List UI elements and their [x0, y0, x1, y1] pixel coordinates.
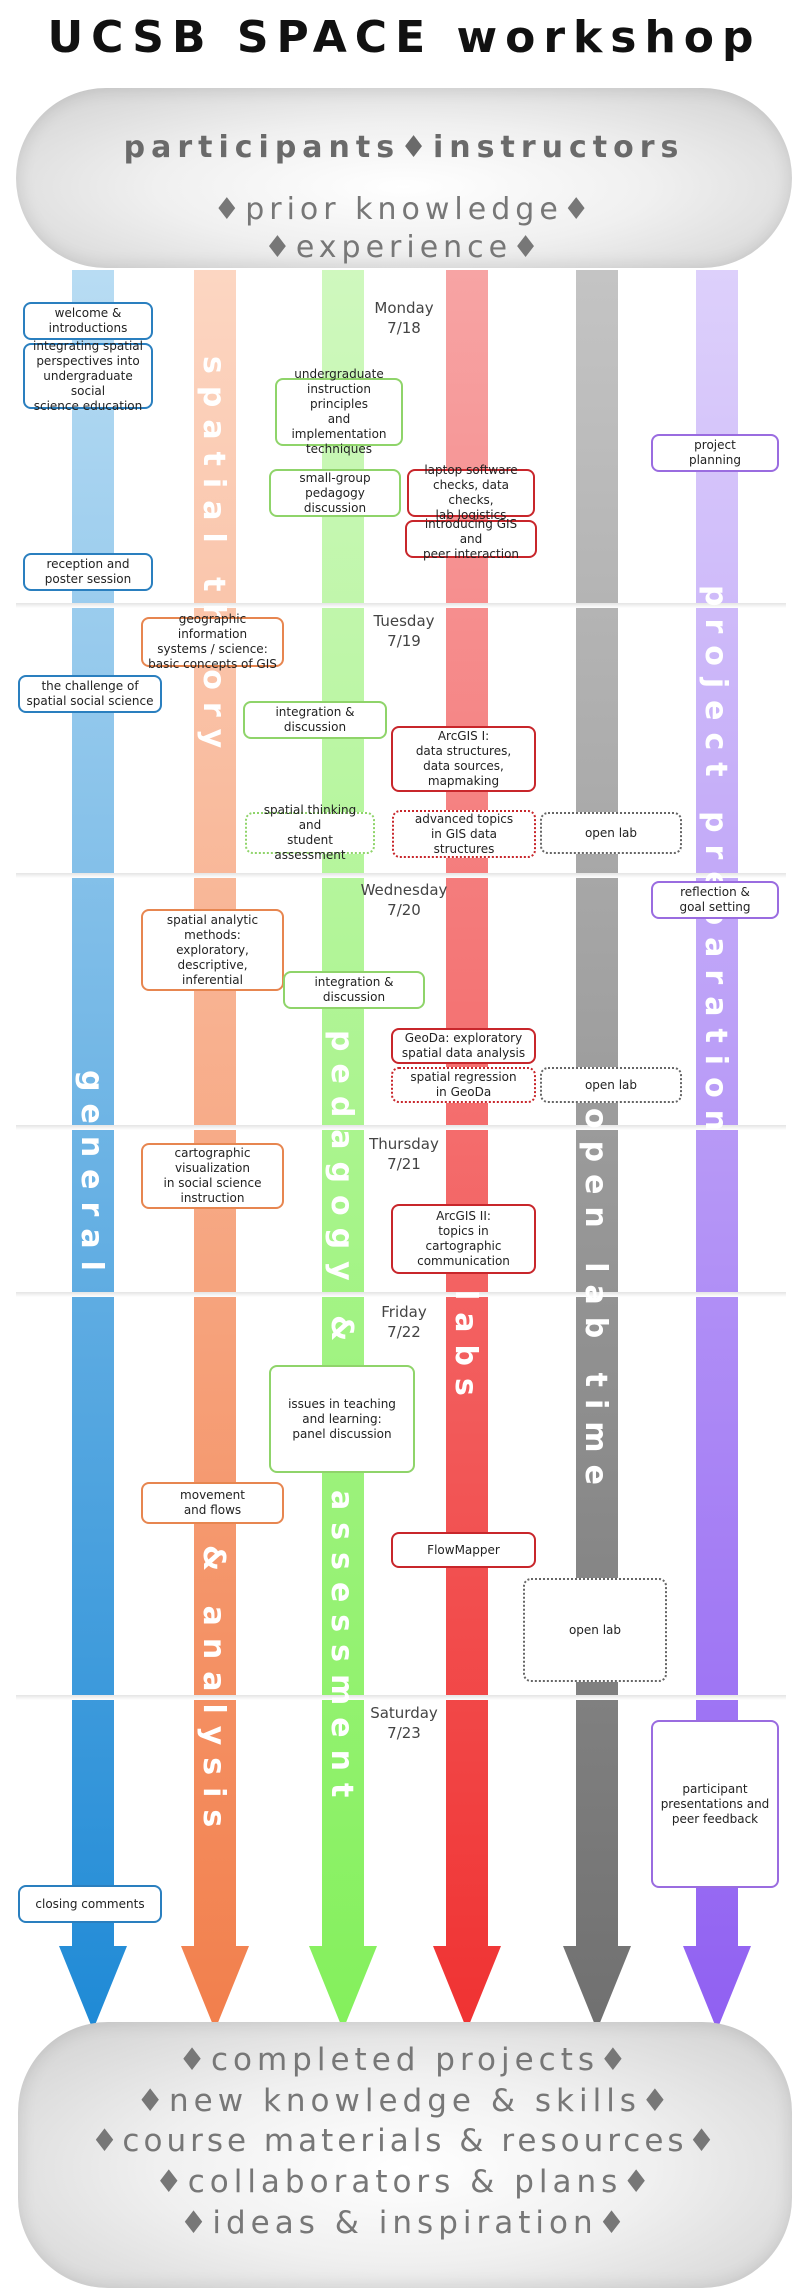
bottom-line-3: ♦course materials & resources♦ [90, 2123, 720, 2159]
arrow-labs [433, 270, 501, 2030]
box-project-planning: project planning [651, 434, 779, 472]
box-integration-1: integration & discussion [243, 701, 387, 739]
box-welcome: welcome & introductions [23, 302, 153, 340]
top-inputs-pill: participants♦instructors ♦prior knowledg… [16, 88, 792, 268]
box-reflection: reflection & goal setting [651, 881, 779, 919]
column-label-assessment: assessment [324, 1490, 359, 1810]
arrow-project [683, 270, 751, 2030]
box-integration-2: integration & discussion [283, 971, 425, 1009]
box-spatial-methods: spatial analytic methods: exploratory, d… [141, 909, 284, 991]
box-flowmapper: FlowMapper [391, 1532, 536, 1568]
column-label-spatial-theory: spatial theory [196, 356, 231, 761]
box-open-lab-2: open lab [540, 1067, 682, 1103]
box-integrating-spatial: integrating spatial perspectives into un… [23, 339, 153, 413]
column-label-open-lab-time: open lab time [578, 1108, 613, 1497]
box-issues-teaching: issues in teaching and learning: panel d… [269, 1365, 415, 1473]
box-small-group: small-group pedagogy discussion [269, 469, 401, 517]
box-closing-comments: closing comments [18, 1885, 162, 1923]
top-line-2: ♦prior knowledge♦ [213, 192, 595, 227]
day-divider-saturday [16, 1695, 786, 1700]
box-gis-concepts: geographic information systems / science… [141, 612, 284, 671]
bottom-line-1: ♦completed projects♦ [178, 2042, 632, 2078]
bottom-line-2: ♦new knowledge & skills♦ [136, 2083, 674, 2119]
box-movement-flows: movement and flows [141, 1482, 284, 1524]
box-challenge: the challenge of spatial social science [18, 675, 162, 713]
box-open-lab-1: open lab [540, 812, 682, 854]
top-line-3: ♦experience♦ [263, 230, 545, 265]
column-label-labs: labs [448, 1290, 483, 1408]
day-divider-friday [16, 1292, 786, 1297]
bottom-outcomes-pill: ♦completed projects♦ ♦new knowledge & sk… [18, 2022, 792, 2288]
day-divider-wednesday [16, 873, 786, 878]
box-laptop-checks: laptop software checks, data checks, lab… [407, 463, 535, 522]
column-label-general: general [74, 1070, 109, 1283]
box-advanced-topics: advanced topics in GIS data structures [392, 810, 536, 858]
box-carto-viz: cartographic visualization in social sci… [141, 1143, 284, 1209]
page-title: UCSB SPACE workshop [47, 12, 762, 63]
box-intro-gis: introducing GIS and peer interaction [405, 517, 537, 561]
box-instruction-principles: undergraduate instruction principles and… [275, 367, 403, 456]
day-divider-thursday [16, 1125, 786, 1130]
top-line-1: participants♦instructors [123, 130, 685, 165]
box-reception: reception and poster session [23, 553, 153, 591]
box-open-lab-3: open lab [523, 1578, 667, 1682]
box-spatial-regression: spatial regression in GeoDa [391, 1067, 536, 1103]
box-spatial-thinking: spatial thinking and student assessment [245, 803, 375, 862]
day-divider-tuesday [16, 603, 786, 608]
column-label-pedagogy: pedagogy & [324, 1030, 359, 1354]
bottom-line-5: ♦ideas & inspiration♦ [179, 2205, 631, 2241]
column-label-project-preparation: project preparation [698, 585, 733, 1144]
box-geoda: GeoDa: exploratory spatial data analysis [391, 1028, 536, 1064]
box-arcgis-2: ArcGIS II: topics in cartographic commun… [391, 1204, 536, 1274]
column-label-spatial-analysis: & analysis [196, 1545, 231, 1840]
bottom-line-4: ♦collaborators & plans♦ [154, 2164, 656, 2200]
box-arcgis-1: ArcGIS I: data structures, data sources,… [391, 726, 536, 792]
box-participant-presentations: participant presentations and peer feedb… [651, 1720, 779, 1888]
